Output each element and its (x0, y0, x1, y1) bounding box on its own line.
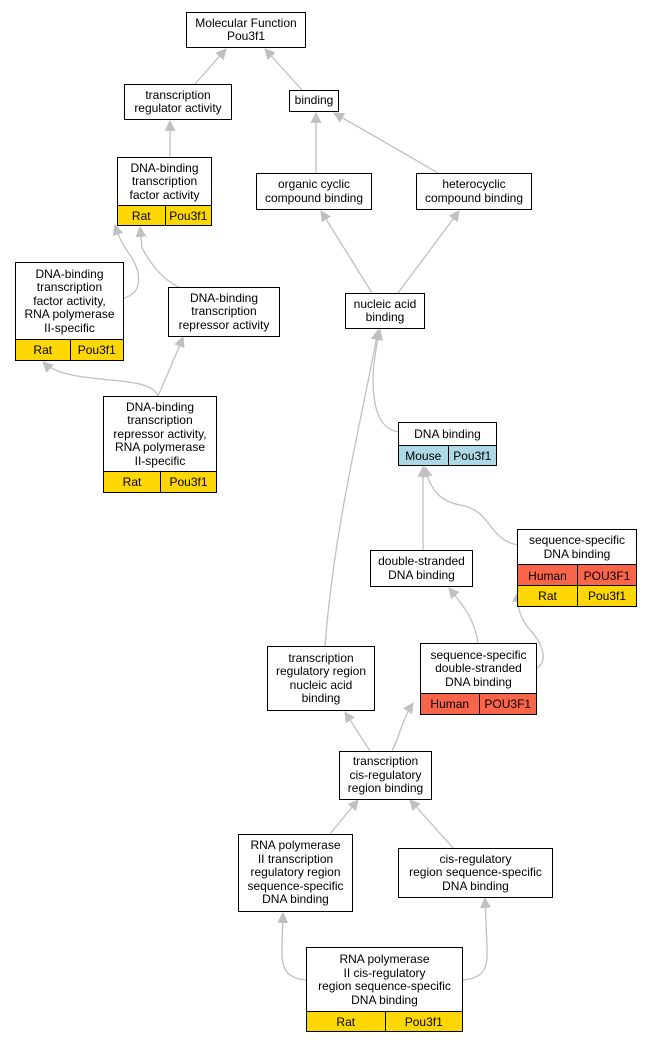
species-badge: Rat (307, 1012, 385, 1031)
node-label: DNA-binding transcription factor activit… (129, 160, 200, 202)
edge-tcrrb-to-trrnab (344, 711, 371, 752)
node-label: RNA polymerase II transcription regulato… (247, 838, 344, 907)
node-rna-polymerase-ii-cis-regulatory-region-ssdb[interactable]: RNA polymerase II cis-regulatory region … (306, 947, 463, 1032)
gene-badge: Pou3f1 (164, 206, 211, 225)
node-label: organic cyclic compound binding (264, 177, 364, 205)
edge-trrnab-to-nab (324, 328, 382, 647)
node-sequence-specific-dna-binding[interactable]: sequence-specific DNA binding Human POU3… (517, 529, 637, 607)
node-transcription-regulatory-region-nucleic-acid-binding[interactable]: transcription regulatory region nucleic … (267, 646, 375, 711)
node-label: DNA-binding transcription factor activit… (24, 266, 115, 335)
edge-ssdb-to-dnab (421, 465, 519, 546)
species-badge-row: Rat Pou3f1 (307, 1011, 462, 1031)
node-rna-polymerase-ii-transcription-regulatory-region-ssdb[interactable]: RNA polymerase II transcription regulato… (238, 834, 353, 912)
species-badge-row: Rat Pou3f1 (518, 585, 636, 606)
gene-badge: Pou3f1 (577, 586, 636, 606)
node-dna-binding-transcription-factor-activity-rnap2[interactable]: DNA-binding transcription factor activit… (15, 262, 124, 361)
species-badge: Mouse (399, 446, 448, 465)
edge-crrssdb-to-tcrrb (409, 799, 456, 851)
node-binding[interactable]: binding (289, 90, 339, 112)
node-label: DNA binding (414, 426, 481, 441)
edge-nab-to-ocb (320, 210, 373, 294)
gene-badge: Pou3f1 (160, 472, 216, 492)
species-badge-row: Rat Pou3f1 (118, 205, 211, 225)
gene-badge: Pou3f1 (447, 446, 496, 465)
node-transcription-regulator-activity[interactable]: transcription regulator activity (124, 84, 232, 120)
edge-rp2-to-tcrrb (329, 799, 359, 835)
node-dna-binding-transcription-repressor-activity-rnap2[interactable]: DNA-binding transcription repressor acti… (103, 396, 217, 493)
edge-ssdsdb-to-dsdb (448, 587, 479, 644)
node-label: heterocyclic compound binding (424, 177, 524, 205)
node-label: transcription cis-regulatory region bind… (347, 754, 424, 796)
node-label: cis-regulatory region sequence-specific … (409, 851, 542, 893)
node-label: sequence-specific DNA binding (528, 533, 626, 561)
gene-badge: Pou3f1 (69, 340, 123, 360)
node-label: binding (294, 93, 334, 108)
gene-badge: Pou3f1 (384, 1012, 462, 1031)
species-badge: Rat (518, 586, 577, 606)
edge-dbtra-to-dbtfa (135, 225, 181, 289)
node-label: nucleic acid binding (353, 296, 417, 324)
node-label: double-stranded DNA binding (378, 554, 465, 582)
edge-tcrrb-to-ssdsdb (391, 702, 414, 752)
node-label: Molecular Function Pou3f1 (195, 15, 297, 43)
node-double-stranded-dna-binding[interactable]: double-stranded DNA binding (370, 550, 473, 587)
edge-hcb-to-binding (333, 112, 439, 174)
species-badge-row: Mouse Pou3f1 (399, 445, 496, 465)
species-badge: Human (421, 694, 479, 714)
species-badge: Rat (104, 472, 160, 492)
node-sequence-specific-double-stranded-dna-binding[interactable]: sequence-specific double-stranded DNA bi… (420, 643, 537, 715)
node-label: DNA-binding transcription repressor acti… (178, 290, 270, 332)
species-badge-row: Human POU3F1 (421, 693, 536, 714)
species-badge-row: Human POU3F1 (518, 564, 636, 586)
edge-dbtra2-to-dbtfa2 (42, 361, 159, 397)
edge-tra-to-mf (194, 48, 227, 85)
node-organic-cyclic-compound-binding[interactable]: organic cyclic compound binding (256, 173, 372, 210)
species-badge: Rat (118, 206, 165, 225)
node-dna-binding[interactable]: DNA binding Mouse Pou3f1 (398, 422, 497, 466)
node-heterocyclic-compound-binding[interactable]: heterocyclic compound binding (416, 173, 532, 210)
edge-dbtfa2-to-dbtfa (112, 223, 140, 299)
node-label: transcription regulatory region nucleic … (275, 650, 367, 705)
species-badge-row: Rat Pou3f1 (16, 339, 123, 360)
node-label: DNA-binding transcription repressor acti… (113, 399, 207, 468)
species-badge-row: Rat Pou3f1 (104, 471, 216, 492)
species-badge: Rat (16, 340, 70, 360)
gene-badge: POU3F1 (577, 565, 636, 586)
species-badge: Human (518, 565, 577, 586)
node-label: RNA polymerase II cis-regulatory region … (318, 952, 451, 1007)
edge-binding-to-mf (264, 48, 303, 91)
node-cis-regulatory-region-sequence-specific-dna-binding[interactable]: cis-regulatory region sequence-specific … (398, 848, 553, 898)
edge-rp2cr-to-crrssdb (462, 896, 491, 981)
edge-dnab-to-nab (372, 328, 401, 433)
node-label: sequence-specific double-stranded DNA bi… (430, 647, 527, 689)
node-transcription-cis-regulatory-region-binding[interactable]: transcription cis-regulatory region bind… (339, 751, 432, 800)
node-dna-binding-transcription-repressor-activity[interactable]: DNA-binding transcription repressor acti… (168, 287, 280, 337)
edge-nab-to-hcb (397, 210, 460, 294)
edge-dbtra2-to-dbtra (157, 335, 185, 397)
node-nucleic-acid-binding[interactable]: nucleic acid binding (345, 293, 425, 329)
node-molecular-function[interactable]: Molecular Function Pou3f1 (186, 12, 306, 48)
gene-badge: POU3F1 (478, 694, 536, 714)
edge-rp2cr-to-rp2 (277, 911, 307, 981)
node-label: transcription regulator activity (134, 87, 222, 115)
node-dna-binding-transcription-factor-activity[interactable]: DNA-binding transcription factor activit… (117, 157, 212, 226)
